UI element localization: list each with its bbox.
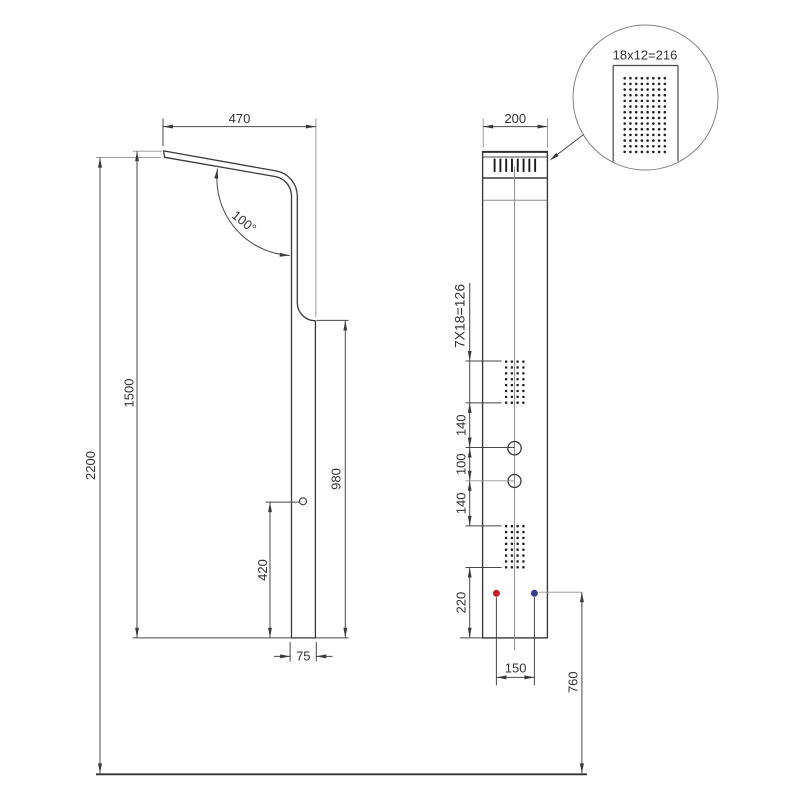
svg-text:140: 140: [453, 414, 468, 436]
svg-text:420: 420: [255, 559, 270, 581]
svg-text:760: 760: [566, 671, 581, 693]
svg-text:980: 980: [329, 468, 344, 490]
svg-text:470: 470: [229, 111, 251, 126]
svg-text:7X18=126: 7X18=126: [451, 284, 467, 348]
svg-text:150: 150: [505, 661, 527, 676]
svg-text:220: 220: [453, 592, 468, 614]
svg-text:1500: 1500: [121, 379, 136, 408]
svg-text:18x12=216: 18x12=216: [613, 48, 678, 63]
svg-text:140: 140: [453, 493, 468, 515]
svg-text:200: 200: [504, 111, 526, 126]
svg-text:75: 75: [296, 648, 310, 663]
svg-text:100: 100: [453, 453, 468, 475]
svg-text:2200: 2200: [83, 451, 98, 480]
